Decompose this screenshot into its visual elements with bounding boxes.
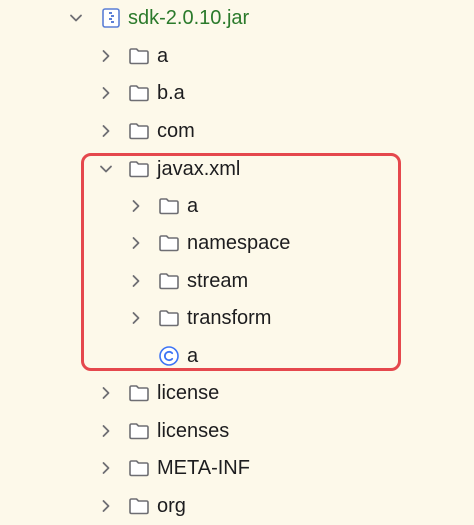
tree-item-label: a — [187, 345, 199, 367]
tree-item-label: stream — [187, 270, 249, 292]
tree-row-folder[interactable]: META-INF — [0, 450, 474, 486]
tree-item-label: namespace — [187, 232, 291, 254]
tree-row-folder[interactable]: com — [0, 113, 474, 149]
tree-item-label: b.a — [157, 82, 185, 104]
tree-row-class[interactable]: a — [0, 338, 474, 374]
tree-item-label: javax.xml — [157, 158, 241, 180]
tree-item-label: a — [157, 45, 169, 67]
tree-item-label: transform — [187, 307, 272, 329]
folder-icon — [128, 158, 150, 180]
chevron-down-icon[interactable] — [96, 159, 116, 179]
tree-item-label: license — [157, 382, 220, 404]
tree-item-label: com — [157, 120, 195, 142]
folder-icon — [128, 120, 150, 142]
tree-row-folder[interactable]: namespace — [0, 225, 474, 261]
chevron-right-icon[interactable] — [96, 421, 116, 441]
chevron-right-icon[interactable] — [96, 83, 116, 103]
tree-row-folder[interactable]: stream — [0, 263, 474, 299]
tree-row-folder[interactable]: b.a — [0, 75, 474, 111]
chevron-down-icon[interactable] — [66, 8, 86, 28]
jar-label: sdk-2.0.10.jar — [128, 7, 250, 29]
class-icon — [158, 345, 180, 367]
chevron-right-icon[interactable] — [96, 458, 116, 478]
tree-row-folder[interactable]: a — [0, 38, 474, 74]
chevron-right-icon[interactable] — [126, 308, 146, 328]
chevron-right-icon[interactable] — [126, 233, 146, 253]
folder-icon — [128, 495, 150, 517]
tree-item-label: licenses — [157, 420, 230, 442]
tree-row-folder[interactable]: a — [0, 188, 474, 224]
folder-icon — [158, 270, 180, 292]
folder-icon — [128, 420, 150, 442]
folder-icon — [128, 457, 150, 479]
chevron-right-icon[interactable] — [96, 496, 116, 516]
folder-icon — [158, 307, 180, 329]
chevron-right-icon[interactable] — [96, 121, 116, 141]
folder-icon — [128, 382, 150, 404]
tree-item-label: org — [157, 495, 186, 517]
folder-icon — [128, 82, 150, 104]
tree-row-folder[interactable]: licenses — [0, 413, 474, 449]
tree-row-folder[interactable]: org — [0, 488, 474, 524]
tree-item-label: a — [187, 195, 199, 217]
folder-icon — [128, 45, 150, 67]
jar-file-icon — [100, 7, 122, 29]
chevron-right-icon[interactable] — [126, 271, 146, 291]
tree-row-jar[interactable]: sdk-2.0.10.jar — [0, 0, 474, 36]
chevron-right-icon[interactable] — [96, 46, 116, 66]
folder-icon — [158, 195, 180, 217]
tree-row-javax-xml[interactable]: javax.xml — [0, 151, 474, 187]
folder-icon — [158, 232, 180, 254]
tree-item-label: META-INF — [157, 457, 250, 479]
tree-row-folder[interactable]: license — [0, 375, 474, 411]
chevron-right-icon[interactable] — [126, 196, 146, 216]
chevron-right-icon[interactable] — [96, 383, 116, 403]
tree-row-folder[interactable]: transform — [0, 300, 474, 336]
